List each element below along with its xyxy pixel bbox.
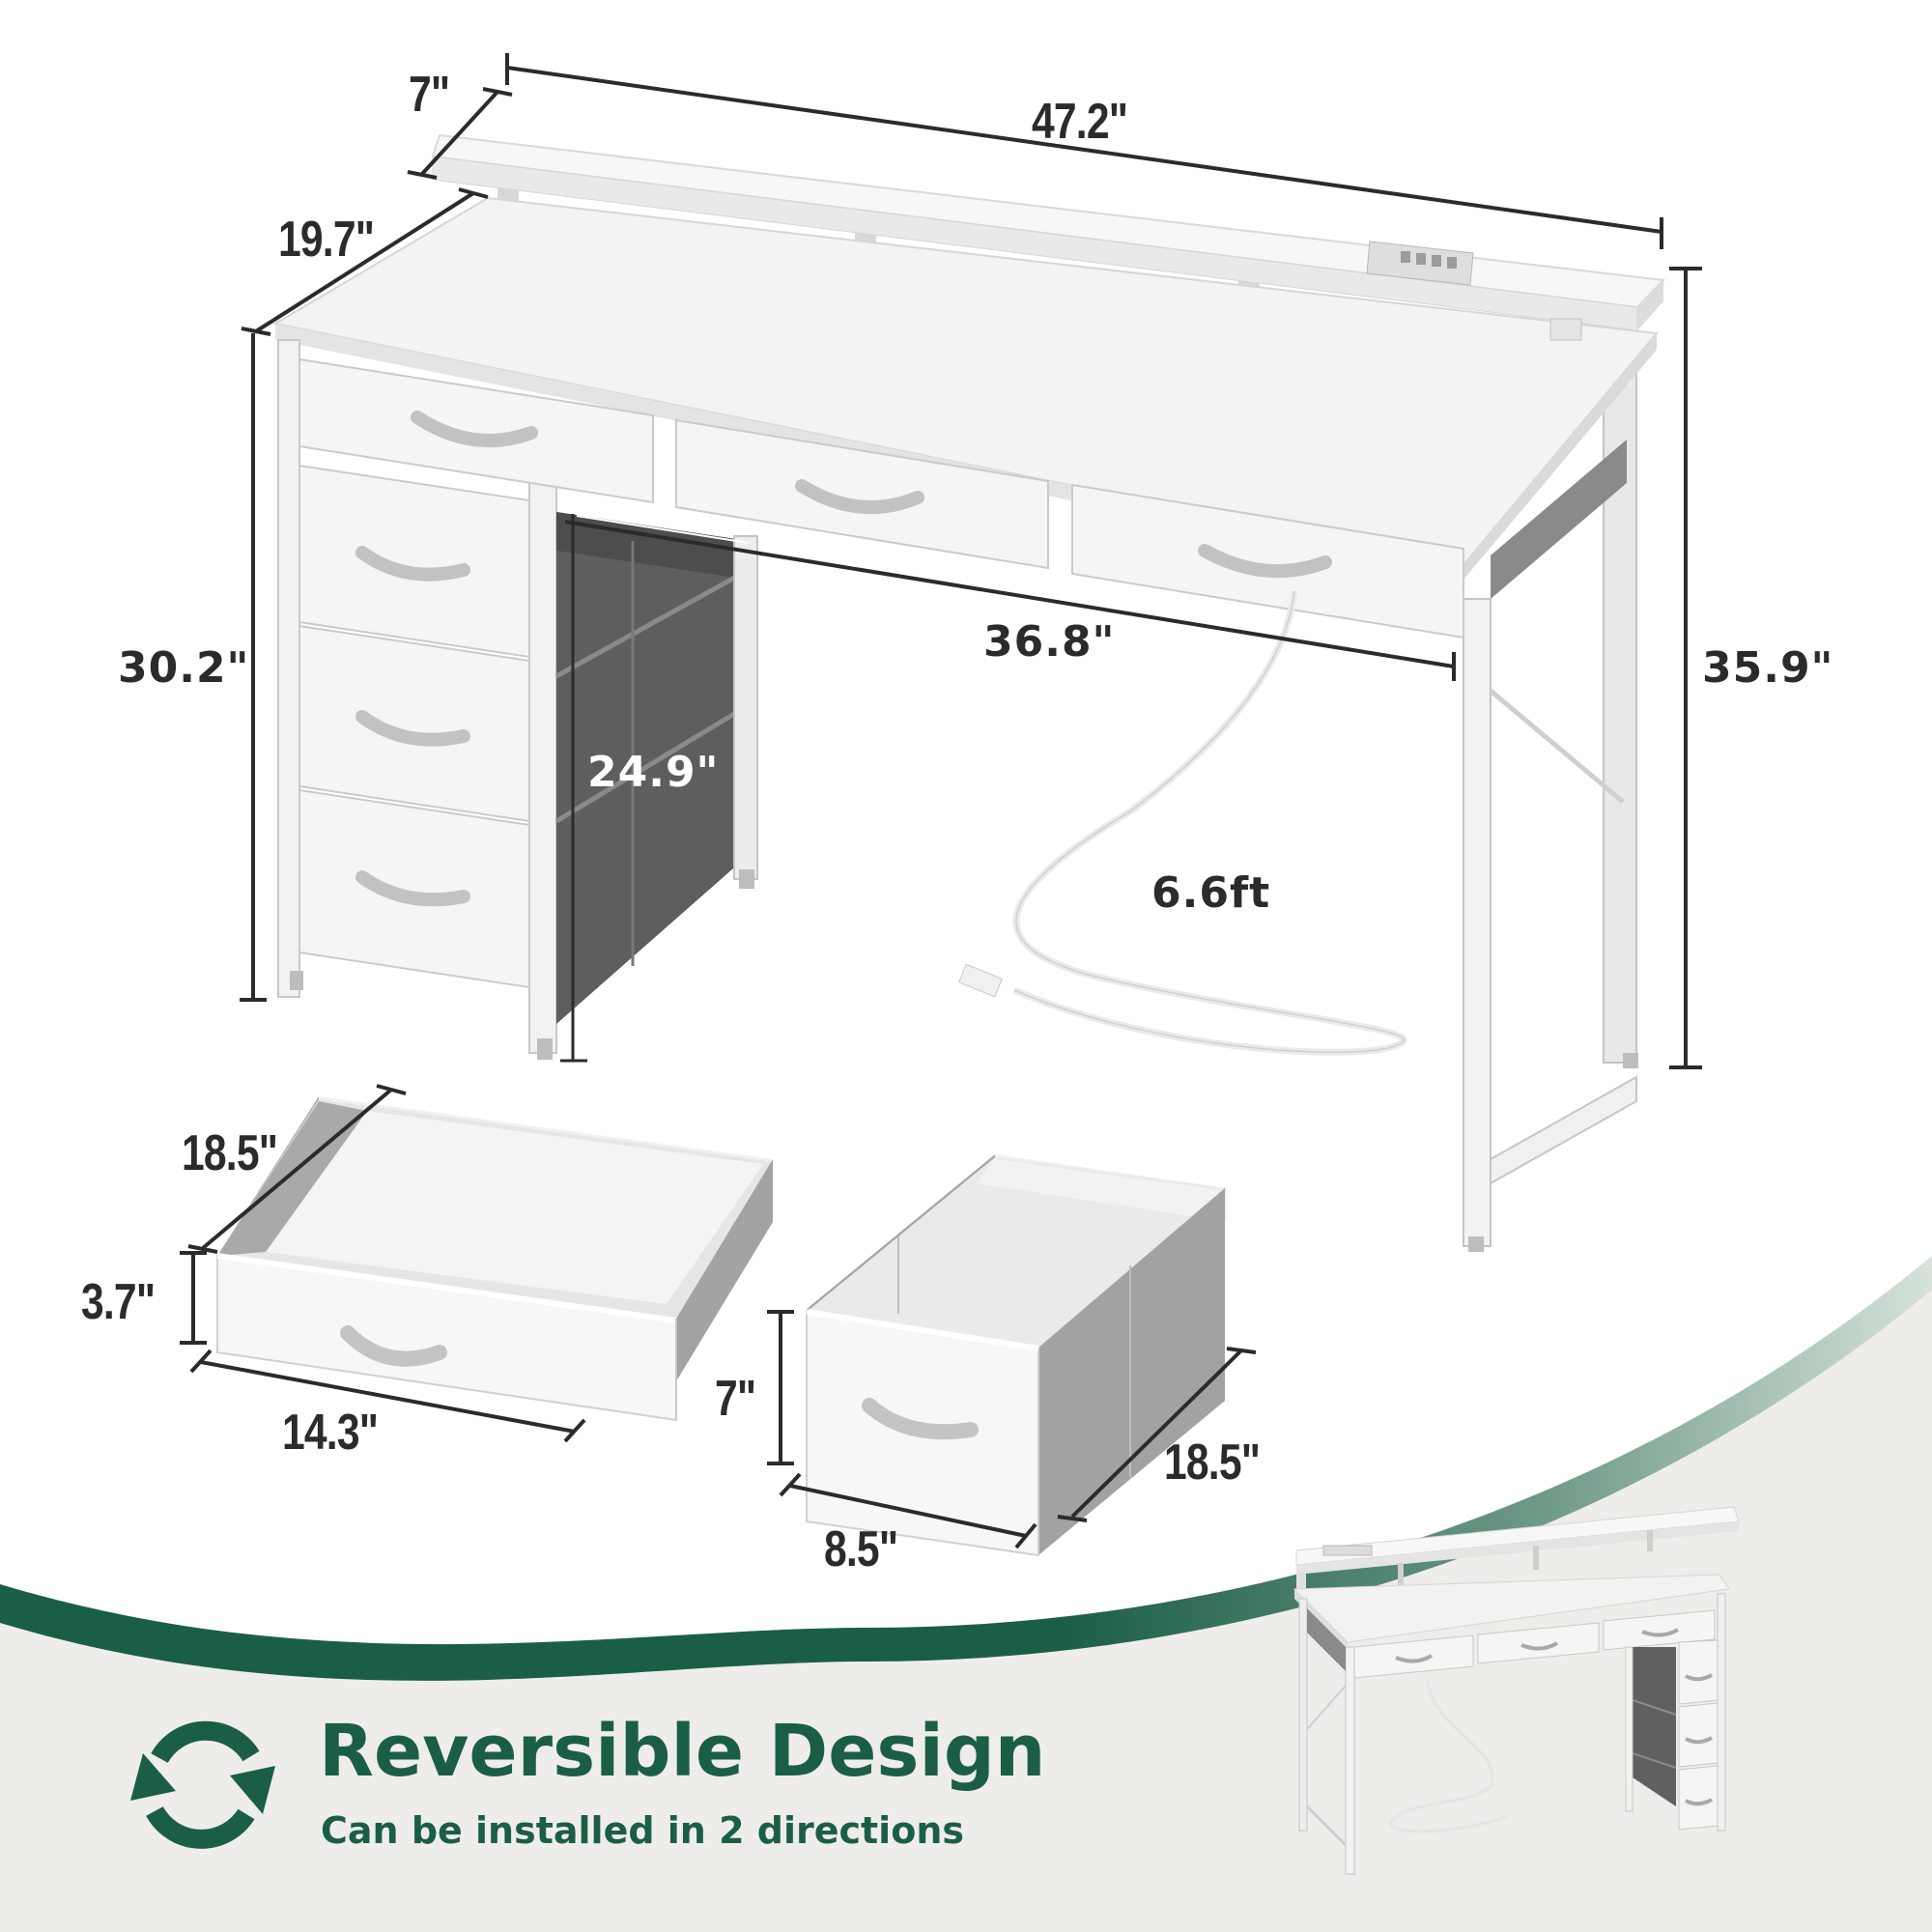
dim-large-drawer-width: 8.5"	[824, 1521, 898, 1577]
large-drawer-illustration	[806, 1154, 1227, 1557]
dim-overall-width: 47.2"	[1032, 94, 1128, 150]
pedestal-drawer-3	[298, 788, 530, 989]
pedestal-drawer-2	[298, 624, 530, 823]
top-drawer-center	[675, 418, 1049, 570]
dim-large-drawer-height: 7"	[715, 1371, 756, 1427]
dim-desk-height: 30.2"	[118, 643, 250, 693]
dim-small-drawer-height: 3.7"	[81, 1274, 156, 1330]
banner-subtitle: Can be installed in 2 directions	[321, 1809, 964, 1852]
dim-leg-clearance: 24.9"	[587, 748, 720, 797]
reverse-arrows-icon	[130, 1720, 275, 1849]
dim-small-drawer-width: 14.3"	[282, 1405, 379, 1461]
dimension-lines	[240, 53, 1702, 1069]
dim-desk-depth: 19.7"	[278, 212, 375, 268]
dim-small-drawer-depth: 18.5"	[182, 1125, 278, 1181]
dim-large-drawer-depth: 18.5"	[1164, 1435, 1261, 1491]
dim-cord-length: 6.6ft	[1151, 868, 1271, 918]
top-drawer-right	[1071, 483, 1464, 639]
dim-total-height: 35.9"	[1702, 643, 1834, 693]
banner-title: Reversible Design	[319, 1710, 1046, 1793]
small-drawer-illustration	[216, 1096, 773, 1422]
top-drawer-left	[298, 357, 654, 504]
dim-knee-width: 36.8"	[983, 617, 1116, 667]
pedestal-drawer-1	[298, 464, 530, 659]
dim-shelf-depth: 7"	[409, 67, 450, 123]
